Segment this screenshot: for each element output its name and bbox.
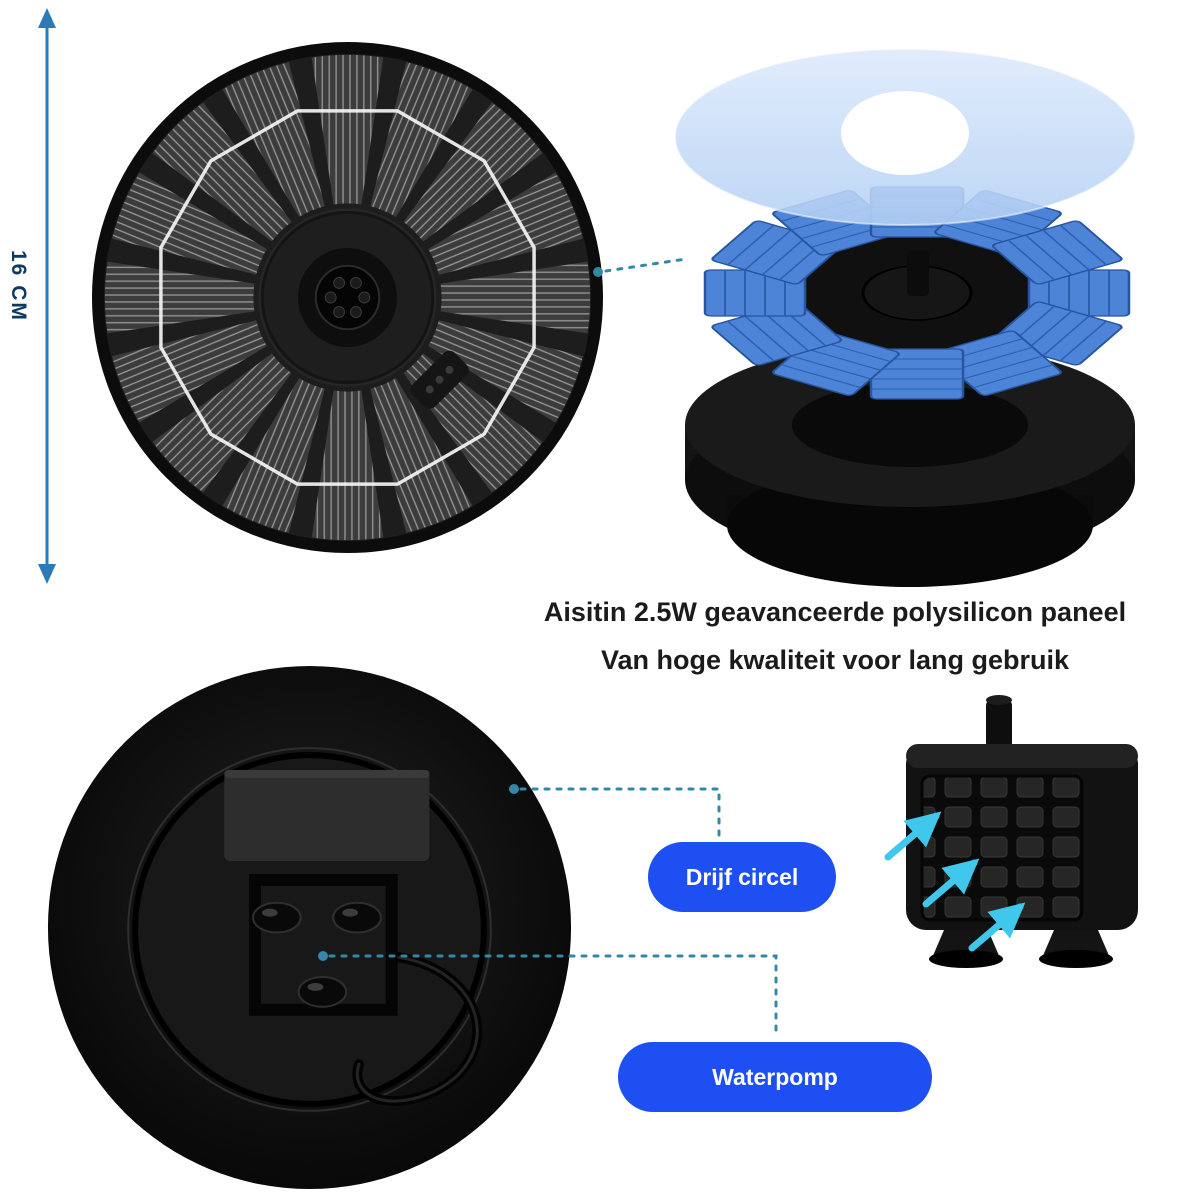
callout-pill-waterpomp: Waterpomp	[618, 1042, 932, 1112]
pump-foot	[1039, 930, 1113, 968]
translucent-disc	[674, 48, 1136, 226]
callout-label-waterpomp: Waterpomp	[712, 1063, 838, 1090]
pump-foot	[929, 930, 1003, 968]
arrow-up-icon	[38, 8, 56, 28]
headline-line2: Van hoge kwaliteit voor lang gebruik	[600, 645, 1070, 675]
headline: Aisitin 2.5W geavanceerde polysilicon pa…	[480, 588, 1190, 684]
solar-panel-top-view	[91, 41, 604, 554]
callout-label-drijf-circel: Drijf circel	[685, 863, 799, 890]
exploded-view	[674, 48, 1136, 587]
headline-line1: Aisitin 2.5W geavanceerde polysilicon pa…	[543, 597, 1127, 627]
callout-pill-drijf-circel: Drijf circel	[648, 842, 836, 912]
suction-cup	[332, 901, 382, 934]
bottom-view	[47, 665, 572, 1190]
suction-cup	[252, 901, 302, 934]
pump-nozzle	[986, 695, 1012, 748]
white-ring-outline	[159, 109, 536, 486]
water-flow-arrows	[884, 811, 1026, 952]
dimension-indicator: 16 CM	[0, 0, 95, 600]
water-pump	[884, 695, 1138, 968]
pump-grille	[920, 774, 1084, 922]
pump-head-center	[258, 208, 437, 387]
suction-cup	[297, 976, 348, 1008]
dimension-arrow	[38, 8, 56, 584]
battery-compartment	[224, 769, 430, 862]
arrow-down-icon	[38, 564, 56, 584]
dimension-label: 16 CM	[7, 250, 30, 322]
connector-tab	[410, 350, 469, 409]
center-nozzle	[907, 250, 929, 296]
